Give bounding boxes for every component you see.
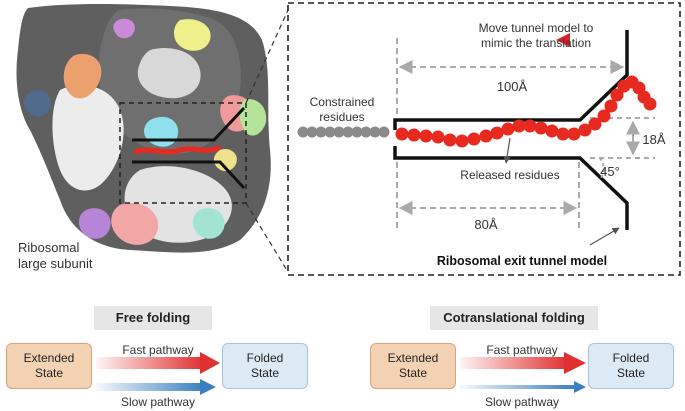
cotrans-slow-arrow bbox=[460, 381, 586, 393]
dim-100-label: 100Å bbox=[497, 79, 528, 94]
move-note-line1: Move tunnel model to bbox=[479, 21, 594, 35]
free-slow-label: Slow pathway bbox=[120, 395, 196, 409]
tunnel-panel-border bbox=[287, 2, 681, 276]
constrained-residues bbox=[297, 126, 390, 138]
dim-45-label: 45° bbox=[600, 164, 620, 179]
dim-45-arc bbox=[599, 157, 605, 179]
free-folding-title: Free folding bbox=[94, 306, 212, 330]
tunnel-model-panel: Move tunnel model to mimic the translati… bbox=[287, 2, 681, 276]
ribosome-tunnel-outline-top bbox=[132, 106, 246, 142]
move-arrow-head bbox=[556, 33, 570, 47]
zoom-connector-top bbox=[245, 9, 289, 104]
zoom-connector-bottom bbox=[245, 202, 288, 270]
ribosome-colored-patches bbox=[23, 18, 267, 245]
free-fast-arrow bbox=[96, 352, 220, 374]
tunnel-caption: Ribosomal exit tunnel model bbox=[437, 254, 607, 268]
cotrans-slow-label: Slow pathway bbox=[484, 395, 560, 409]
released-residues bbox=[395, 75, 657, 148]
ribosome-residue-chain bbox=[133, 145, 221, 155]
dim-80-label: 80Å bbox=[474, 217, 497, 232]
constrained-label-line2: residues bbox=[319, 110, 364, 124]
move-note-line2: mimic the translation bbox=[481, 36, 591, 50]
cotrans-fast-label: Fast pathway bbox=[486, 343, 558, 357]
released-pointer bbox=[503, 137, 511, 164]
ribosome-label: Ribosomal large subunit bbox=[18, 240, 93, 271]
dim-18-label: 18Å bbox=[642, 132, 665, 147]
ribosome-illustration bbox=[16, 4, 289, 270]
constrained-label-line1: Constrained bbox=[310, 95, 375, 109]
ribosome-tunnel-outline-bottom bbox=[132, 160, 246, 190]
zoom-region-box bbox=[119, 102, 247, 204]
free-fast-label: Fast pathway bbox=[122, 343, 194, 357]
released-label: Released residues bbox=[460, 168, 559, 182]
cotrans-pathway-arrows bbox=[460, 352, 586, 393]
free-slow-arrow bbox=[96, 379, 216, 395]
free-pathway-arrows bbox=[96, 352, 220, 395]
tunnel-wall-bottom bbox=[393, 146, 629, 230]
tunnel-pointer bbox=[589, 227, 620, 246]
cotrans-fast-arrow bbox=[460, 352, 586, 374]
cotranslational-folding-title: Cotranslational folding bbox=[430, 306, 598, 330]
tunnel-wall-top bbox=[393, 30, 629, 130]
